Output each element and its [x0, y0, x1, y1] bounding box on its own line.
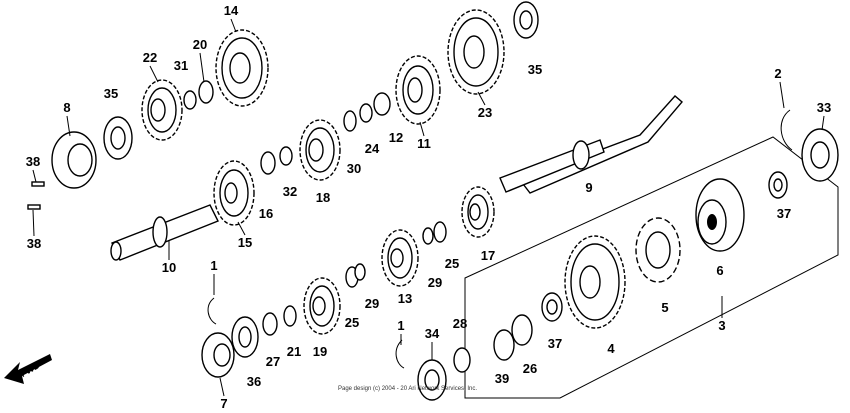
- label-27: 27: [266, 354, 280, 369]
- gear-22: [141, 79, 183, 141]
- label-28: 28: [453, 316, 467, 331]
- label-5: 5: [661, 300, 668, 315]
- assembly-3-outline: [464, 136, 839, 399]
- gear-14: [215, 29, 269, 107]
- label-38a: 38: [26, 154, 40, 169]
- label-25a: 25: [445, 256, 459, 271]
- label-1a: 1: [210, 258, 217, 273]
- damper-5: [635, 217, 681, 283]
- label-22: 22: [143, 50, 157, 65]
- fwd-arrow-icon: [4, 354, 52, 384]
- footer-copyright: Page design (c) 2004 - 20 Ari Network Se…: [338, 386, 477, 392]
- label-4: 4: [607, 341, 615, 356]
- gear-17: [461, 186, 495, 238]
- label-6: 6: [716, 263, 723, 278]
- label-3: 3: [718, 318, 725, 333]
- label-14: 14: [224, 3, 239, 18]
- gear-15: [213, 160, 255, 226]
- label-21: 21: [287, 344, 301, 359]
- cap-7: [201, 332, 235, 378]
- label-18: 18: [316, 190, 330, 205]
- label-37a: 37: [548, 336, 562, 351]
- mainshaft: [499, 95, 683, 194]
- label-23: 23: [478, 105, 492, 120]
- gear-19: [303, 277, 341, 335]
- gear-18: [299, 119, 341, 181]
- bearing-35-upper: [513, 1, 539, 39]
- washers: [183, 80, 533, 373]
- gear-23: [447, 9, 505, 95]
- label-13: 13: [398, 291, 412, 306]
- leader-lines: [32, 18, 825, 397]
- label-38b: 38: [27, 236, 41, 251]
- label-15: 15: [238, 235, 252, 250]
- hub-6: [695, 178, 745, 252]
- label-33: 33: [817, 100, 831, 115]
- label-12: 12: [389, 130, 403, 145]
- label-1b: 1: [397, 318, 404, 333]
- bearing-35-lower: [103, 116, 133, 160]
- label-37b: 37: [777, 206, 791, 221]
- label-19: 19: [313, 344, 327, 359]
- label-32: 32: [283, 184, 297, 199]
- label-36: 36: [247, 374, 261, 389]
- label-29a: 29: [365, 296, 379, 311]
- gear-13: [381, 229, 419, 287]
- label-2: 2: [774, 66, 781, 81]
- bearing-36: [231, 316, 259, 358]
- label-24: 24: [365, 141, 380, 156]
- label-35a: 35: [528, 62, 542, 77]
- label-20: 20: [193, 37, 207, 52]
- label-11: 11: [417, 136, 431, 151]
- label-25b: 25: [345, 315, 359, 330]
- label-29b: 29: [428, 275, 442, 290]
- label-35b: 35: [104, 86, 118, 101]
- needle-bearing-37-upper: [768, 171, 788, 199]
- part-labels: 1 1 2 3 4 5 6 7 8 9 10 11 12 13 14 15 16…: [26, 3, 831, 411]
- countershaft: [110, 204, 219, 261]
- needle-bearing-37-lower: [541, 292, 563, 322]
- label-9: 9: [585, 180, 592, 195]
- label-30: 30: [347, 161, 361, 176]
- gear-11: [395, 55, 441, 125]
- bearing-34: [417, 359, 447, 401]
- label-17: 17: [481, 248, 495, 263]
- bearing-33: [801, 128, 839, 182]
- label-16: 16: [259, 206, 273, 221]
- gear-4: [564, 235, 626, 329]
- label-10: 10: [162, 260, 176, 275]
- label-26: 26: [523, 361, 537, 376]
- label-8: 8: [63, 100, 70, 115]
- label-34: 34: [425, 326, 440, 341]
- label-31: 31: [174, 58, 188, 73]
- label-7: 7: [220, 396, 227, 411]
- cover-8: [51, 131, 97, 189]
- label-39: 39: [495, 371, 509, 386]
- circlips: [207, 109, 793, 369]
- bolts-38: [27, 181, 45, 210]
